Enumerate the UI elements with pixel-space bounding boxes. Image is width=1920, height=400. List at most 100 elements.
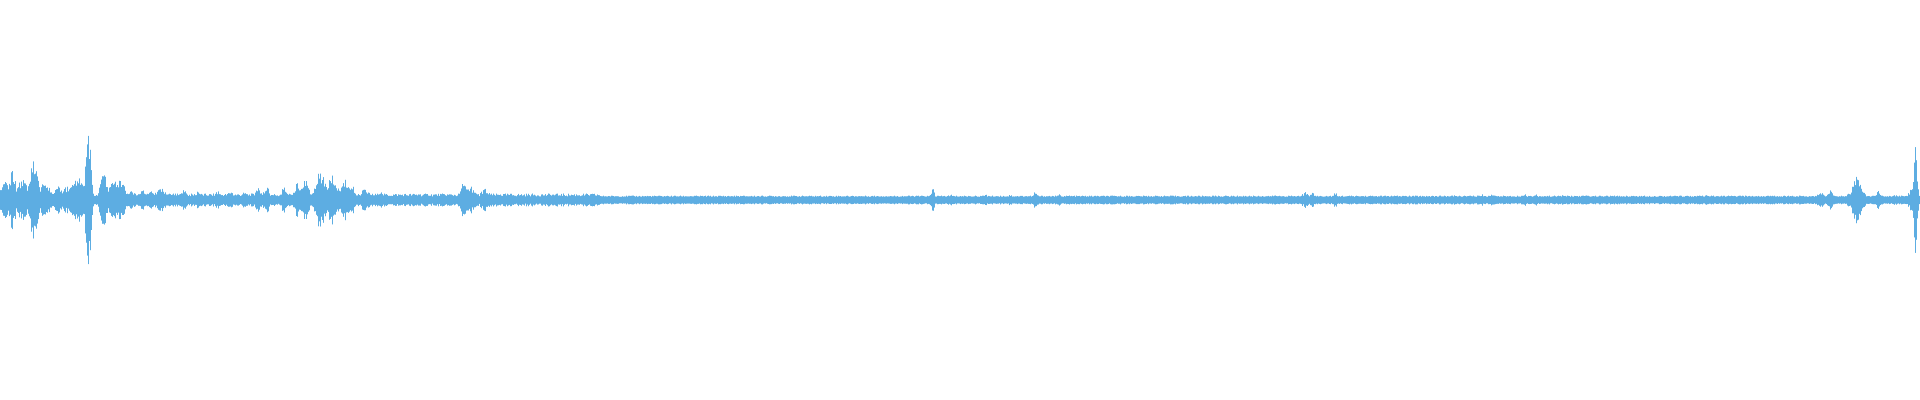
waveform-sample: [1300, 196, 1301, 204]
waveform-sample: [1839, 196, 1840, 204]
waveform-sample: [531, 194, 532, 206]
waveform-sample: [461, 188, 462, 212]
waveform-sample: [1768, 195, 1769, 205]
waveform-sample: [111, 184, 112, 216]
waveform-sample: [49, 187, 50, 213]
waveform-sample: [324, 186, 325, 214]
waveform-sample: [57, 189, 58, 211]
waveform-sample: [1045, 196, 1046, 204]
waveform-sample: [41, 187, 42, 213]
waveform-sample: [1452, 195, 1453, 205]
waveform-sample: [1282, 196, 1283, 204]
waveform-sample: [497, 194, 498, 206]
waveform-sample: [1614, 195, 1615, 205]
waveform-sample: [7, 185, 8, 215]
waveform-sample: [360, 195, 361, 205]
waveform-sample: [1533, 196, 1534, 204]
waveform-sample: [818, 196, 819, 204]
waveform-sample: [1823, 194, 1824, 206]
waveform-sample: [30, 181, 31, 219]
waveform-sample: [936, 196, 937, 204]
waveform-sample: [247, 194, 248, 206]
waveform-sample: [1741, 196, 1742, 204]
waveform-sample: [1235, 196, 1236, 204]
waveform-sample: [90, 149, 91, 251]
waveform-sample: [931, 193, 932, 207]
waveform-sample: [1393, 196, 1394, 204]
waveform-sample: [1897, 196, 1898, 204]
waveform-sample: [1398, 196, 1399, 204]
waveform-sample: [593, 194, 594, 206]
waveform-sample: [1702, 195, 1703, 205]
waveform-sample: [659, 195, 660, 205]
waveform-sample: [596, 195, 597, 205]
waveform-sample: [860, 196, 861, 204]
waveform-sample: [1711, 195, 1712, 205]
waveform-sample: [504, 194, 505, 207]
waveform-sample: [1649, 195, 1650, 205]
waveform-sample: [299, 190, 300, 210]
waveform-sample: [1511, 196, 1512, 204]
waveform-sample: [169, 193, 170, 207]
waveform-sample: [168, 194, 169, 206]
waveform-sample: [733, 196, 734, 204]
waveform-sample: [1710, 196, 1711, 204]
waveform-sample: [795, 196, 796, 204]
waveform-sample: [966, 196, 967, 204]
waveform-sample: [1694, 196, 1695, 205]
waveform-sample: [1118, 196, 1119, 204]
waveform-sample: [1317, 195, 1318, 205]
waveform-sample: [456, 196, 457, 204]
waveform-sample: [165, 192, 166, 208]
waveform-sample: [1293, 196, 1294, 204]
waveform-sample: [826, 195, 827, 205]
waveform-sample: [10, 185, 11, 215]
waveform-sample: [441, 194, 442, 206]
waveform-sample: [241, 195, 242, 205]
waveform-sample: [651, 196, 652, 204]
waveform-sample: [80, 184, 81, 216]
waveform-sample: [1585, 195, 1586, 205]
waveform-sample: [1134, 196, 1135, 204]
waveform-sample: [68, 191, 69, 209]
waveform-sample: [543, 195, 544, 205]
waveform-sample: [205, 193, 206, 207]
waveform-sample: [1112, 195, 1113, 205]
waveform-sample: [1217, 196, 1218, 204]
waveform-sample: [1254, 196, 1255, 204]
waveform-sample: [591, 194, 592, 206]
waveform-sample: [1232, 196, 1233, 204]
waveform-sample: [463, 186, 464, 214]
waveform-sample: [1609, 196, 1610, 204]
waveform-sample: [428, 195, 429, 205]
waveform-sample: [822, 196, 823, 204]
waveform-sample: [1510, 195, 1511, 205]
waveform-sample: [264, 193, 265, 207]
waveform-sample: [1885, 196, 1886, 204]
waveform-sample: [1867, 196, 1868, 204]
waveform-sample: [451, 194, 452, 206]
waveform-sample: [1500, 196, 1501, 204]
waveform-sample: [1275, 195, 1276, 205]
waveform-sample: [1713, 195, 1714, 205]
waveform-sample: [1187, 195, 1188, 205]
waveform-sample: [1790, 196, 1791, 204]
waveform-sample: [1565, 195, 1566, 204]
waveform-sample: [1819, 194, 1820, 206]
waveform-sample: [1002, 196, 1003, 204]
waveform-sample: [1425, 196, 1426, 204]
waveform-sample: [1572, 196, 1573, 204]
waveform-sample: [1681, 195, 1682, 205]
waveform-sample: [145, 194, 146, 206]
waveform-sample: [1028, 196, 1029, 204]
waveform-sample: [334, 185, 335, 215]
waveform-sample: [226, 195, 227, 205]
waveform-sample: [1802, 196, 1803, 204]
waveform-sample: [1738, 195, 1739, 205]
waveform-sample: [301, 188, 302, 212]
waveform-sample: [1264, 196, 1265, 204]
waveform-sample: [134, 193, 135, 207]
waveform-sample: [262, 194, 263, 206]
waveform-sample: [667, 195, 668, 205]
waveform-sample: [777, 196, 778, 204]
